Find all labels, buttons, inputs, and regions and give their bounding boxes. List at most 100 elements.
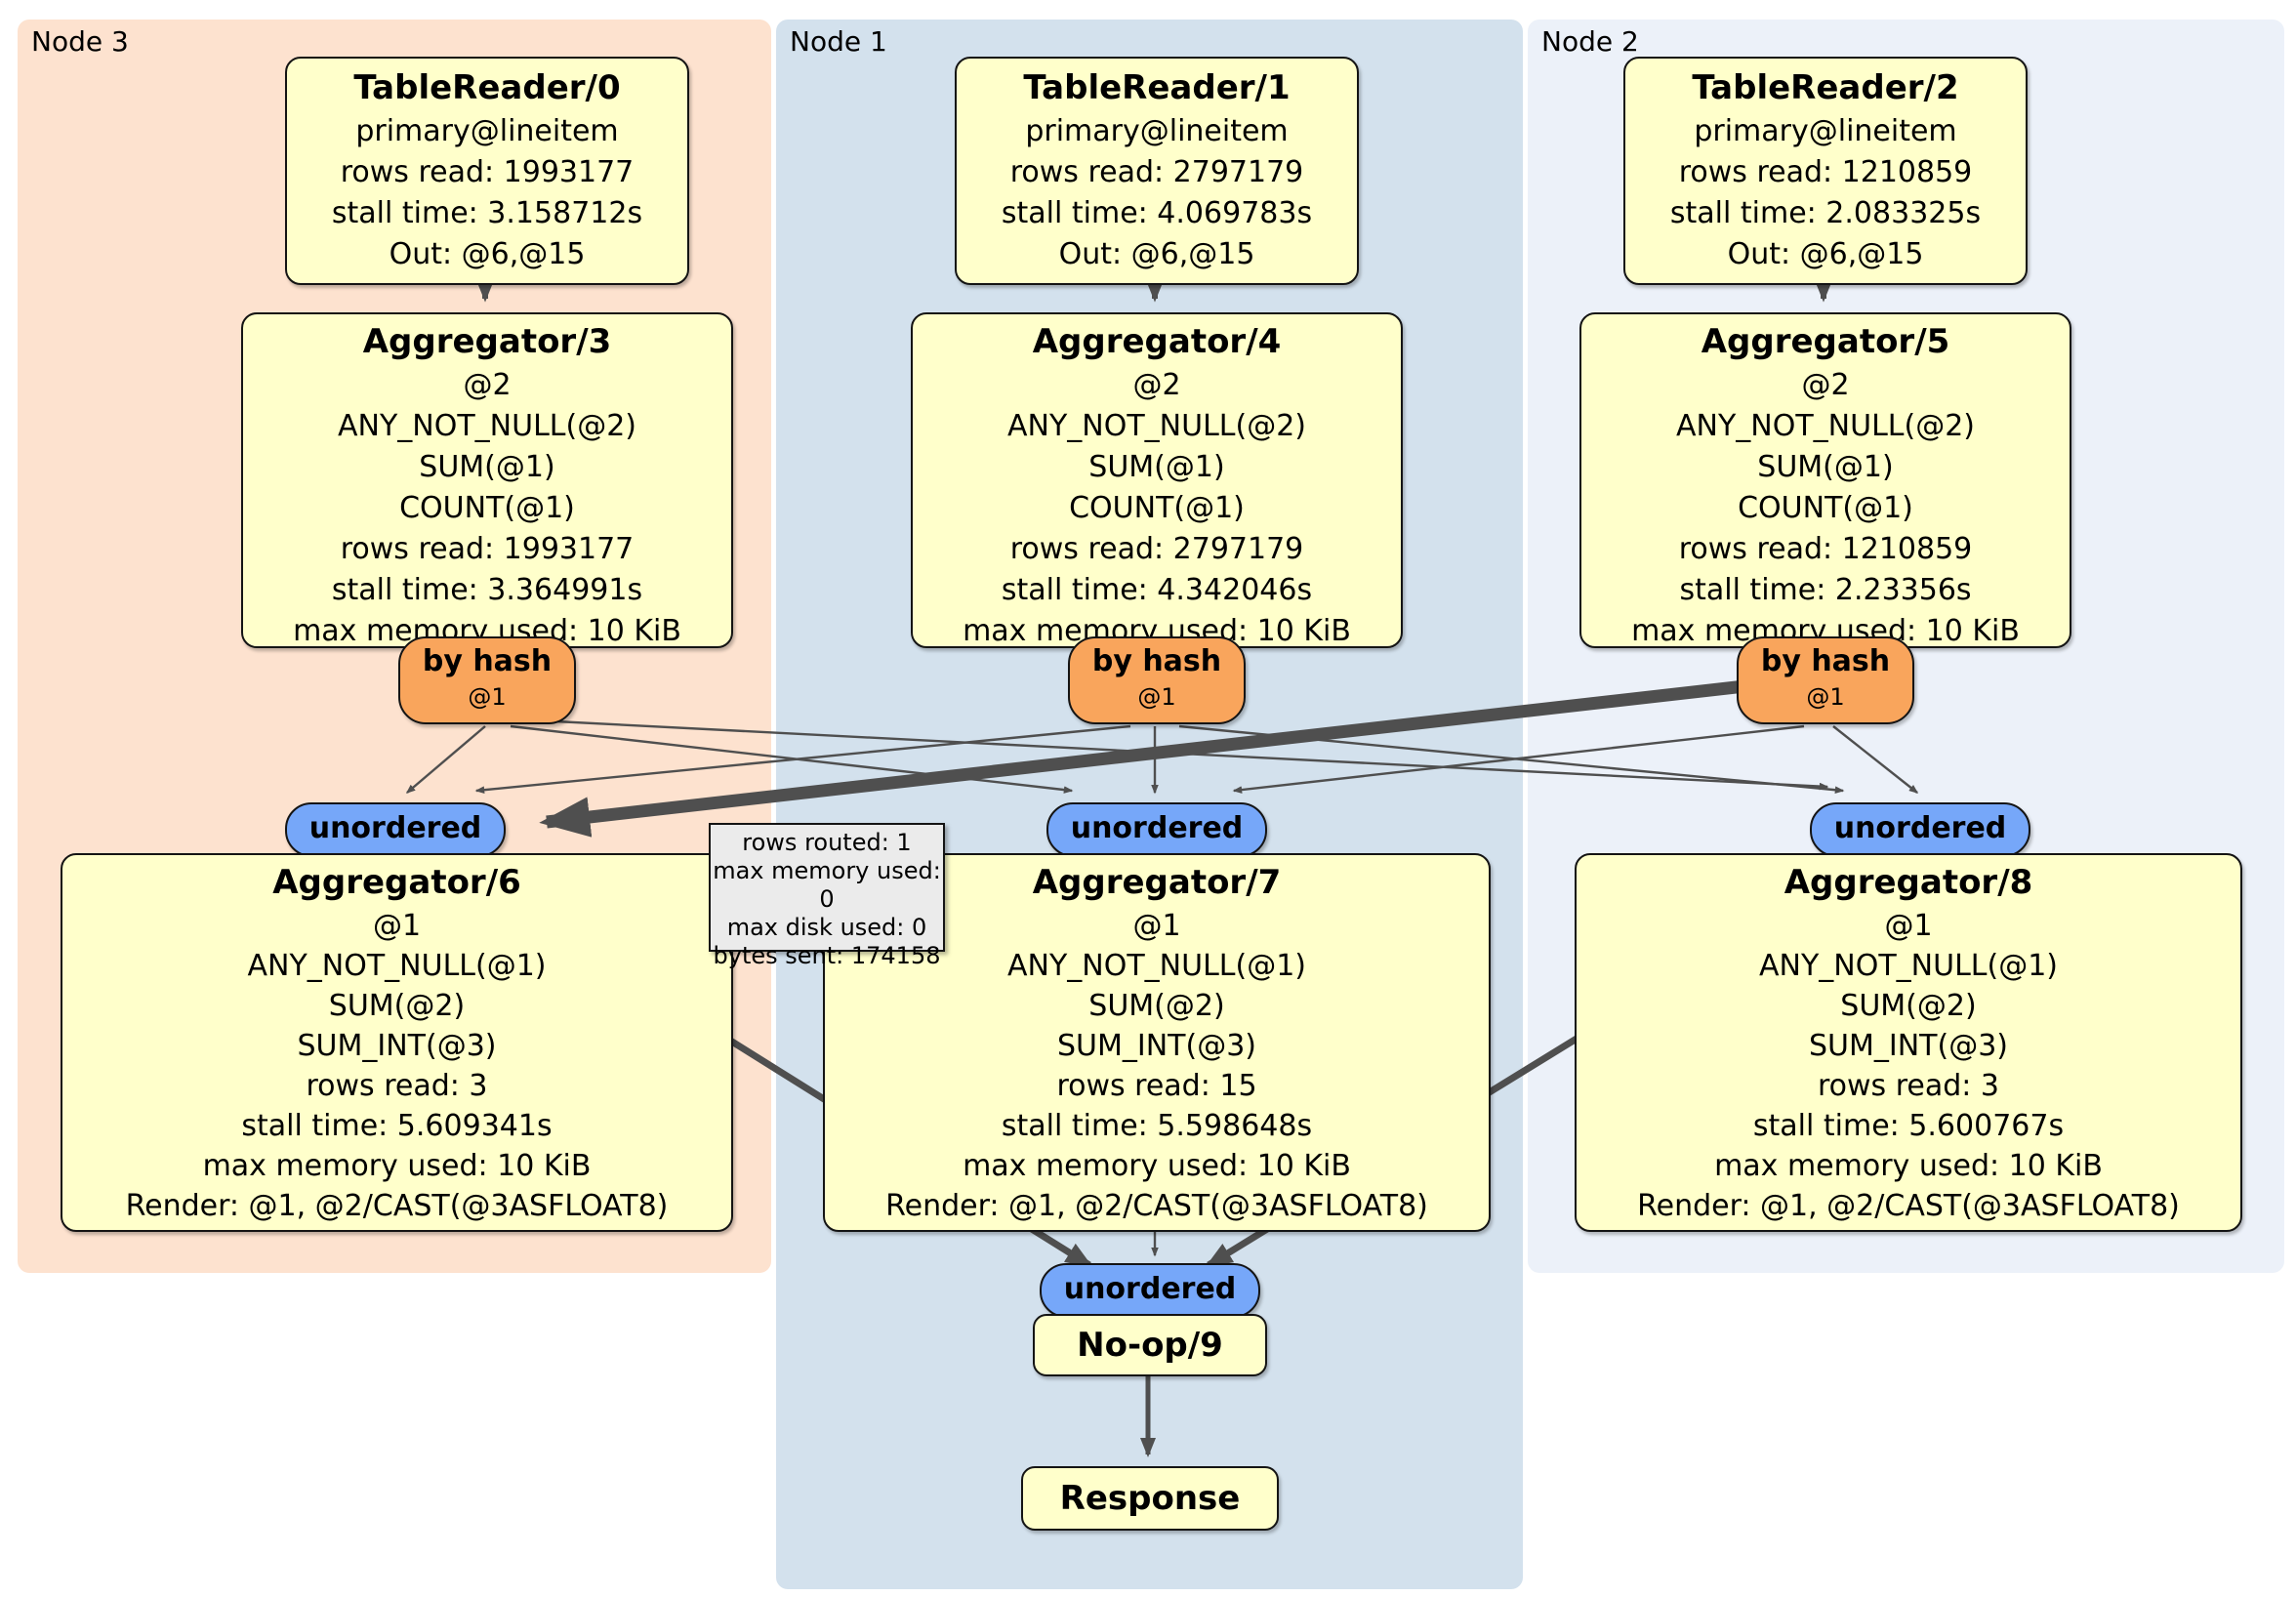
box-line: @1	[372, 909, 422, 943]
box-line: Render: @1, @2/CAST(@3ASFLOAT8)	[1637, 1189, 2180, 1223]
box-line: stall time: 5.600767s	[1752, 1109, 2065, 1143]
box-title: TableReader/1	[1023, 68, 1291, 107]
tooltip-line: max memory used: 0	[713, 857, 941, 913]
box-line: rows read: 1993177	[340, 532, 635, 566]
aggregator-6-box: Aggregator/6 @1 ANY_NOT_NULL(@1) SUM(@2)…	[61, 853, 733, 1232]
box-line: rows read: 1210859	[1678, 155, 1973, 189]
aggregator-5-box: Aggregator/5 @2 ANY_NOT_NULL(@2) SUM(@1)…	[1579, 312, 2071, 648]
box-line: rows read: 2797179	[1009, 155, 1304, 189]
router-by-hash-node3: by hash @1	[398, 636, 576, 724]
box-line: Out: @6,@15	[1727, 237, 1924, 271]
box-line: primary@lineitem	[1025, 114, 1289, 148]
stream-unordered-node1: unordered	[1046, 802, 1267, 857]
box-line: stall time: 5.609341s	[241, 1109, 553, 1143]
box-line: max memory used: 10 KiB	[963, 1149, 1351, 1183]
box-title: Aggregator/5	[1701, 322, 1950, 361]
box-line: stall time: 2.083325s	[1669, 196, 1982, 230]
box-title: TableReader/0	[353, 68, 621, 107]
box-line: COUNT(@1)	[1738, 491, 1913, 525]
box-line: SUM(@2)	[1840, 989, 1977, 1023]
box-line: COUNT(@1)	[1069, 491, 1245, 525]
node-label: Node 3	[31, 25, 129, 58]
box-line: ANY_NOT_NULL(@1)	[1759, 949, 2058, 983]
box-line: @2	[463, 368, 512, 402]
box-line: max memory used: 10 KiB	[202, 1149, 592, 1183]
table-reader-1-box: TableReader/1 primary@lineitem rows read…	[955, 57, 1359, 285]
router-label: by hash	[422, 644, 553, 678]
box-line: stall time: 3.158712s	[331, 196, 643, 230]
stream-label: unordered	[1063, 1272, 1237, 1306]
stream-unordered-node2: unordered	[1810, 802, 2030, 857]
router-label: by hash	[1760, 644, 1891, 678]
router-sub: @1	[468, 683, 507, 711]
box-line: @1	[1132, 909, 1181, 943]
box-line: Render: @1, @2/CAST(@3ASFLOAT8)	[125, 1189, 669, 1223]
box-title: TableReader/2	[1692, 68, 1959, 107]
box-line: ANY_NOT_NULL(@2)	[338, 409, 636, 443]
table-reader-2-box: TableReader/2 primary@lineitem rows read…	[1623, 57, 2028, 285]
box-line: Out: @6,@15	[389, 237, 586, 271]
node-label: Node 1	[790, 25, 887, 58]
aggregator-8-box: Aggregator/8 @1 ANY_NOT_NULL(@1) SUM(@2)…	[1575, 853, 2242, 1232]
stream-label: unordered	[1070, 811, 1244, 845]
box-title: Aggregator/7	[1032, 863, 1282, 902]
box-line: rows read: 3	[306, 1069, 488, 1103]
tooltip-line: rows routed: 1	[742, 829, 912, 856]
box-line: @1	[1884, 909, 1933, 943]
router-label: by hash	[1091, 644, 1222, 678]
box-line: ANY_NOT_NULL(@2)	[1676, 409, 1975, 443]
box-line: primary@lineitem	[1694, 114, 1957, 148]
aggregator-4-box: Aggregator/4 @2 ANY_NOT_NULL(@2) SUM(@1)…	[911, 312, 1403, 648]
aggregator-3-box: Aggregator/3 @2 ANY_NOT_NULL(@2) SUM(@1)…	[241, 312, 733, 648]
box-line: stall time: 4.069783s	[1001, 196, 1313, 230]
box-line: @2	[1801, 368, 1850, 402]
box-line: stall time: 2.23356s	[1679, 573, 1972, 607]
box-line: SUM_INT(@3)	[297, 1029, 497, 1063]
stream-unordered-node3: unordered	[285, 802, 506, 857]
router-by-hash-node2: by hash @1	[1737, 636, 1914, 724]
box-line: @2	[1132, 368, 1181, 402]
box-line: rows read: 3	[1817, 1069, 2000, 1103]
box-title: Aggregator/4	[1032, 322, 1282, 361]
router-sub: @1	[1806, 683, 1845, 711]
box-title: Aggregator/6	[272, 863, 521, 902]
box-line: ANY_NOT_NULL(@1)	[1007, 949, 1306, 983]
box-line: rows read: 15	[1056, 1069, 1257, 1103]
box-line: SUM(@1)	[419, 450, 555, 484]
box-line: rows read: 1210859	[1678, 532, 1973, 566]
box-line: ANY_NOT_NULL(@2)	[1007, 409, 1306, 443]
box-line: max memory used: 10 KiB	[1714, 1149, 2103, 1183]
box-line: SUM_INT(@3)	[1809, 1029, 2008, 1063]
noop-9-box: No-op/9	[1033, 1314, 1267, 1376]
box-title: Aggregator/3	[362, 322, 612, 361]
box-line: SUM(@1)	[1088, 450, 1225, 484]
box-line: SUM(@2)	[1088, 989, 1225, 1023]
box-title: Aggregator/8	[1784, 863, 2033, 902]
box-line: COUNT(@1)	[399, 491, 575, 525]
stream-stats-tooltip: rows routed: 1 max memory used: 0 max di…	[709, 823, 945, 969]
box-line: SUM_INT(@3)	[1057, 1029, 1256, 1063]
box-line: Render: @1, @2/CAST(@3ASFLOAT8)	[885, 1189, 1428, 1223]
box-line: rows read: 2797179	[1009, 532, 1304, 566]
box-line: stall time: 5.598648s	[1001, 1109, 1313, 1143]
response-box: Response	[1021, 1466, 1279, 1531]
stream-label: unordered	[1833, 811, 2007, 845]
box-line: primary@lineitem	[355, 114, 619, 148]
box-line: SUM(@1)	[1757, 450, 1894, 484]
router-sub: @1	[1137, 683, 1176, 711]
box-title: Response	[1059, 1479, 1241, 1518]
tooltip-line: max disk used: 0	[726, 914, 927, 941]
box-line: stall time: 3.364991s	[331, 573, 643, 607]
box-line: SUM(@2)	[328, 989, 466, 1023]
box-title: No-op/9	[1077, 1326, 1223, 1365]
box-line: Out: @6,@15	[1058, 237, 1255, 271]
box-line: ANY_NOT_NULL(@1)	[247, 949, 547, 983]
router-by-hash-node1: by hash @1	[1068, 636, 1246, 724]
stream-unordered-final: unordered	[1040, 1263, 1260, 1318]
stream-label: unordered	[308, 811, 482, 845]
tooltip-line: bytes sent: 174158	[713, 942, 941, 969]
box-line: stall time: 4.342046s	[1001, 573, 1313, 607]
node-label: Node 2	[1541, 25, 1639, 58]
box-line: rows read: 1993177	[340, 155, 635, 189]
